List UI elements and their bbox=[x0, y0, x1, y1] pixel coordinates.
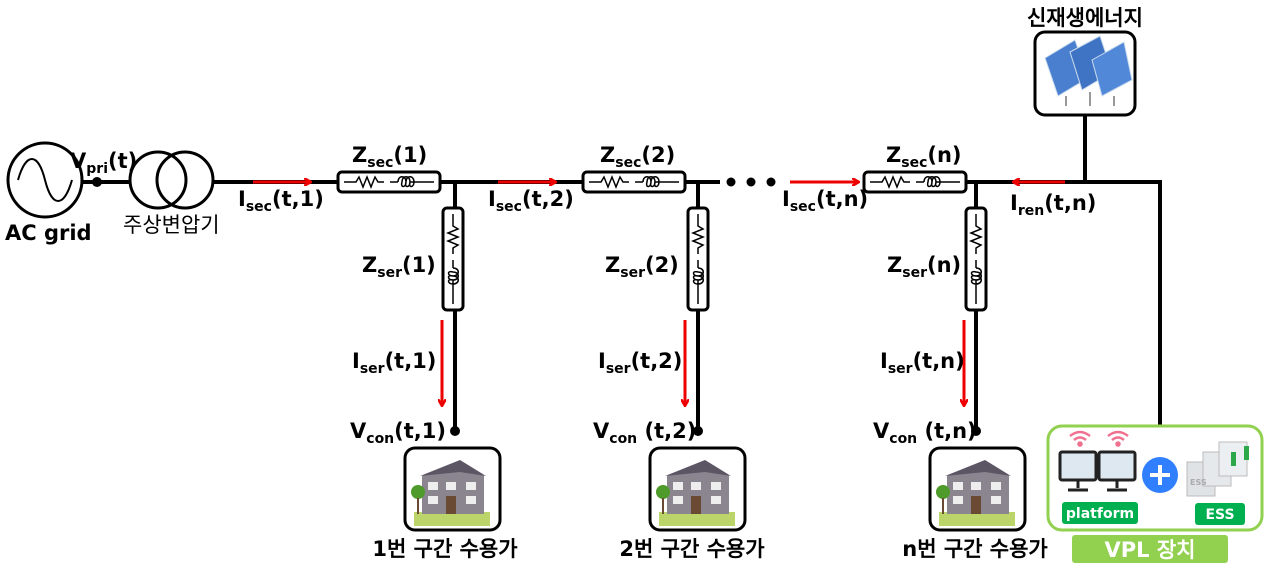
renewable-label: 신재생에너지 bbox=[1027, 6, 1143, 30]
iren-label: Iren(t,n) bbox=[1010, 191, 1096, 219]
zsec-label: Zsec(1) bbox=[352, 143, 427, 171]
ellipsis-dot bbox=[746, 177, 756, 187]
consumer-node bbox=[693, 426, 703, 436]
vpl-device: ESS platform ESS VPL 장치 bbox=[1046, 424, 1264, 563]
vpri-label: Vpri(t) bbox=[70, 149, 137, 177]
vpl-title-badge bbox=[1072, 535, 1228, 563]
plus-icon bbox=[1142, 457, 1178, 493]
renewable-source: 신재생에너지 Iren(t,n) bbox=[1010, 6, 1143, 219]
zser-impedance bbox=[686, 206, 710, 312]
vpl-title: VPL 장치 bbox=[1105, 538, 1196, 562]
primary-node bbox=[92, 177, 102, 187]
zsec-impedance bbox=[581, 170, 687, 194]
zser-label: Zser(n) bbox=[887, 253, 961, 281]
zsec-impedance bbox=[862, 170, 968, 194]
zsec-label: Zsec(2) bbox=[600, 143, 675, 171]
isec-label: Isec(t,n) bbox=[782, 187, 868, 215]
platform-label: platform bbox=[1066, 506, 1134, 522]
platform-badge bbox=[1062, 502, 1138, 524]
ess-badge bbox=[1195, 503, 1245, 525]
zser-impedance bbox=[441, 206, 465, 312]
consumer-label: n번 구간 수용가 bbox=[902, 537, 1048, 561]
ess-label: ESS bbox=[1205, 507, 1234, 523]
consumer-label: 2번 구간 수용가 bbox=[619, 537, 765, 561]
isec-label: Isec(t,2) bbox=[488, 187, 574, 215]
iser-label: Iser(t,2) bbox=[598, 349, 682, 377]
ac-grid-label: AC grid bbox=[5, 221, 92, 245]
isec-label: Isec(t,1) bbox=[238, 187, 324, 215]
iser-label: Iser(t,1) bbox=[352, 349, 436, 377]
solar-panel-icon bbox=[1044, 35, 1133, 106]
pole-transformer: 주상변압기 bbox=[123, 150, 220, 237]
vcon-label: Vcon (t,2) bbox=[593, 419, 696, 447]
zsec-label: Zsec(n) bbox=[886, 143, 962, 171]
ellipsis-dot bbox=[726, 177, 736, 187]
consumer-node bbox=[450, 426, 460, 436]
monitor-icon bbox=[1058, 450, 1137, 492]
section-n: Isec(t,n) Zsec(n) Zser(n) Iser(t,n) Vcon… bbox=[782, 143, 1048, 561]
wifi-icon bbox=[1069, 430, 1129, 447]
zser-impedance bbox=[964, 206, 988, 312]
ess-battery-icon: ESS bbox=[1186, 441, 1249, 497]
iser-label: Iser(t,n) bbox=[880, 349, 965, 377]
zsec-impedance bbox=[336, 170, 442, 194]
consumer-node bbox=[971, 426, 981, 436]
transformer-label: 주상변압기 bbox=[123, 213, 220, 237]
section-2: Isec(t,2) Zsec(2) Zser(2) Iser(t,2) Vcon… bbox=[488, 143, 765, 561]
ellipsis-dot bbox=[766, 177, 776, 187]
vcon-label: Vcon(t,1) bbox=[350, 419, 446, 447]
consumer-label: 1번 구간 수용가 bbox=[372, 537, 518, 561]
zser-label: Zser(2) bbox=[605, 253, 679, 281]
transformer-coil-icon bbox=[128, 150, 188, 210]
vcon-label: Vcon (t,n) bbox=[873, 419, 977, 447]
sine-wave-icon bbox=[17, 158, 73, 202]
zser-label: Zser(1) bbox=[362, 253, 436, 281]
section-1: Isec(t,1) Zsec(1) Zser(1) Iser(t,1) Vcon… bbox=[238, 143, 518, 561]
svg-text:ESS: ESS bbox=[1190, 478, 1207, 487]
